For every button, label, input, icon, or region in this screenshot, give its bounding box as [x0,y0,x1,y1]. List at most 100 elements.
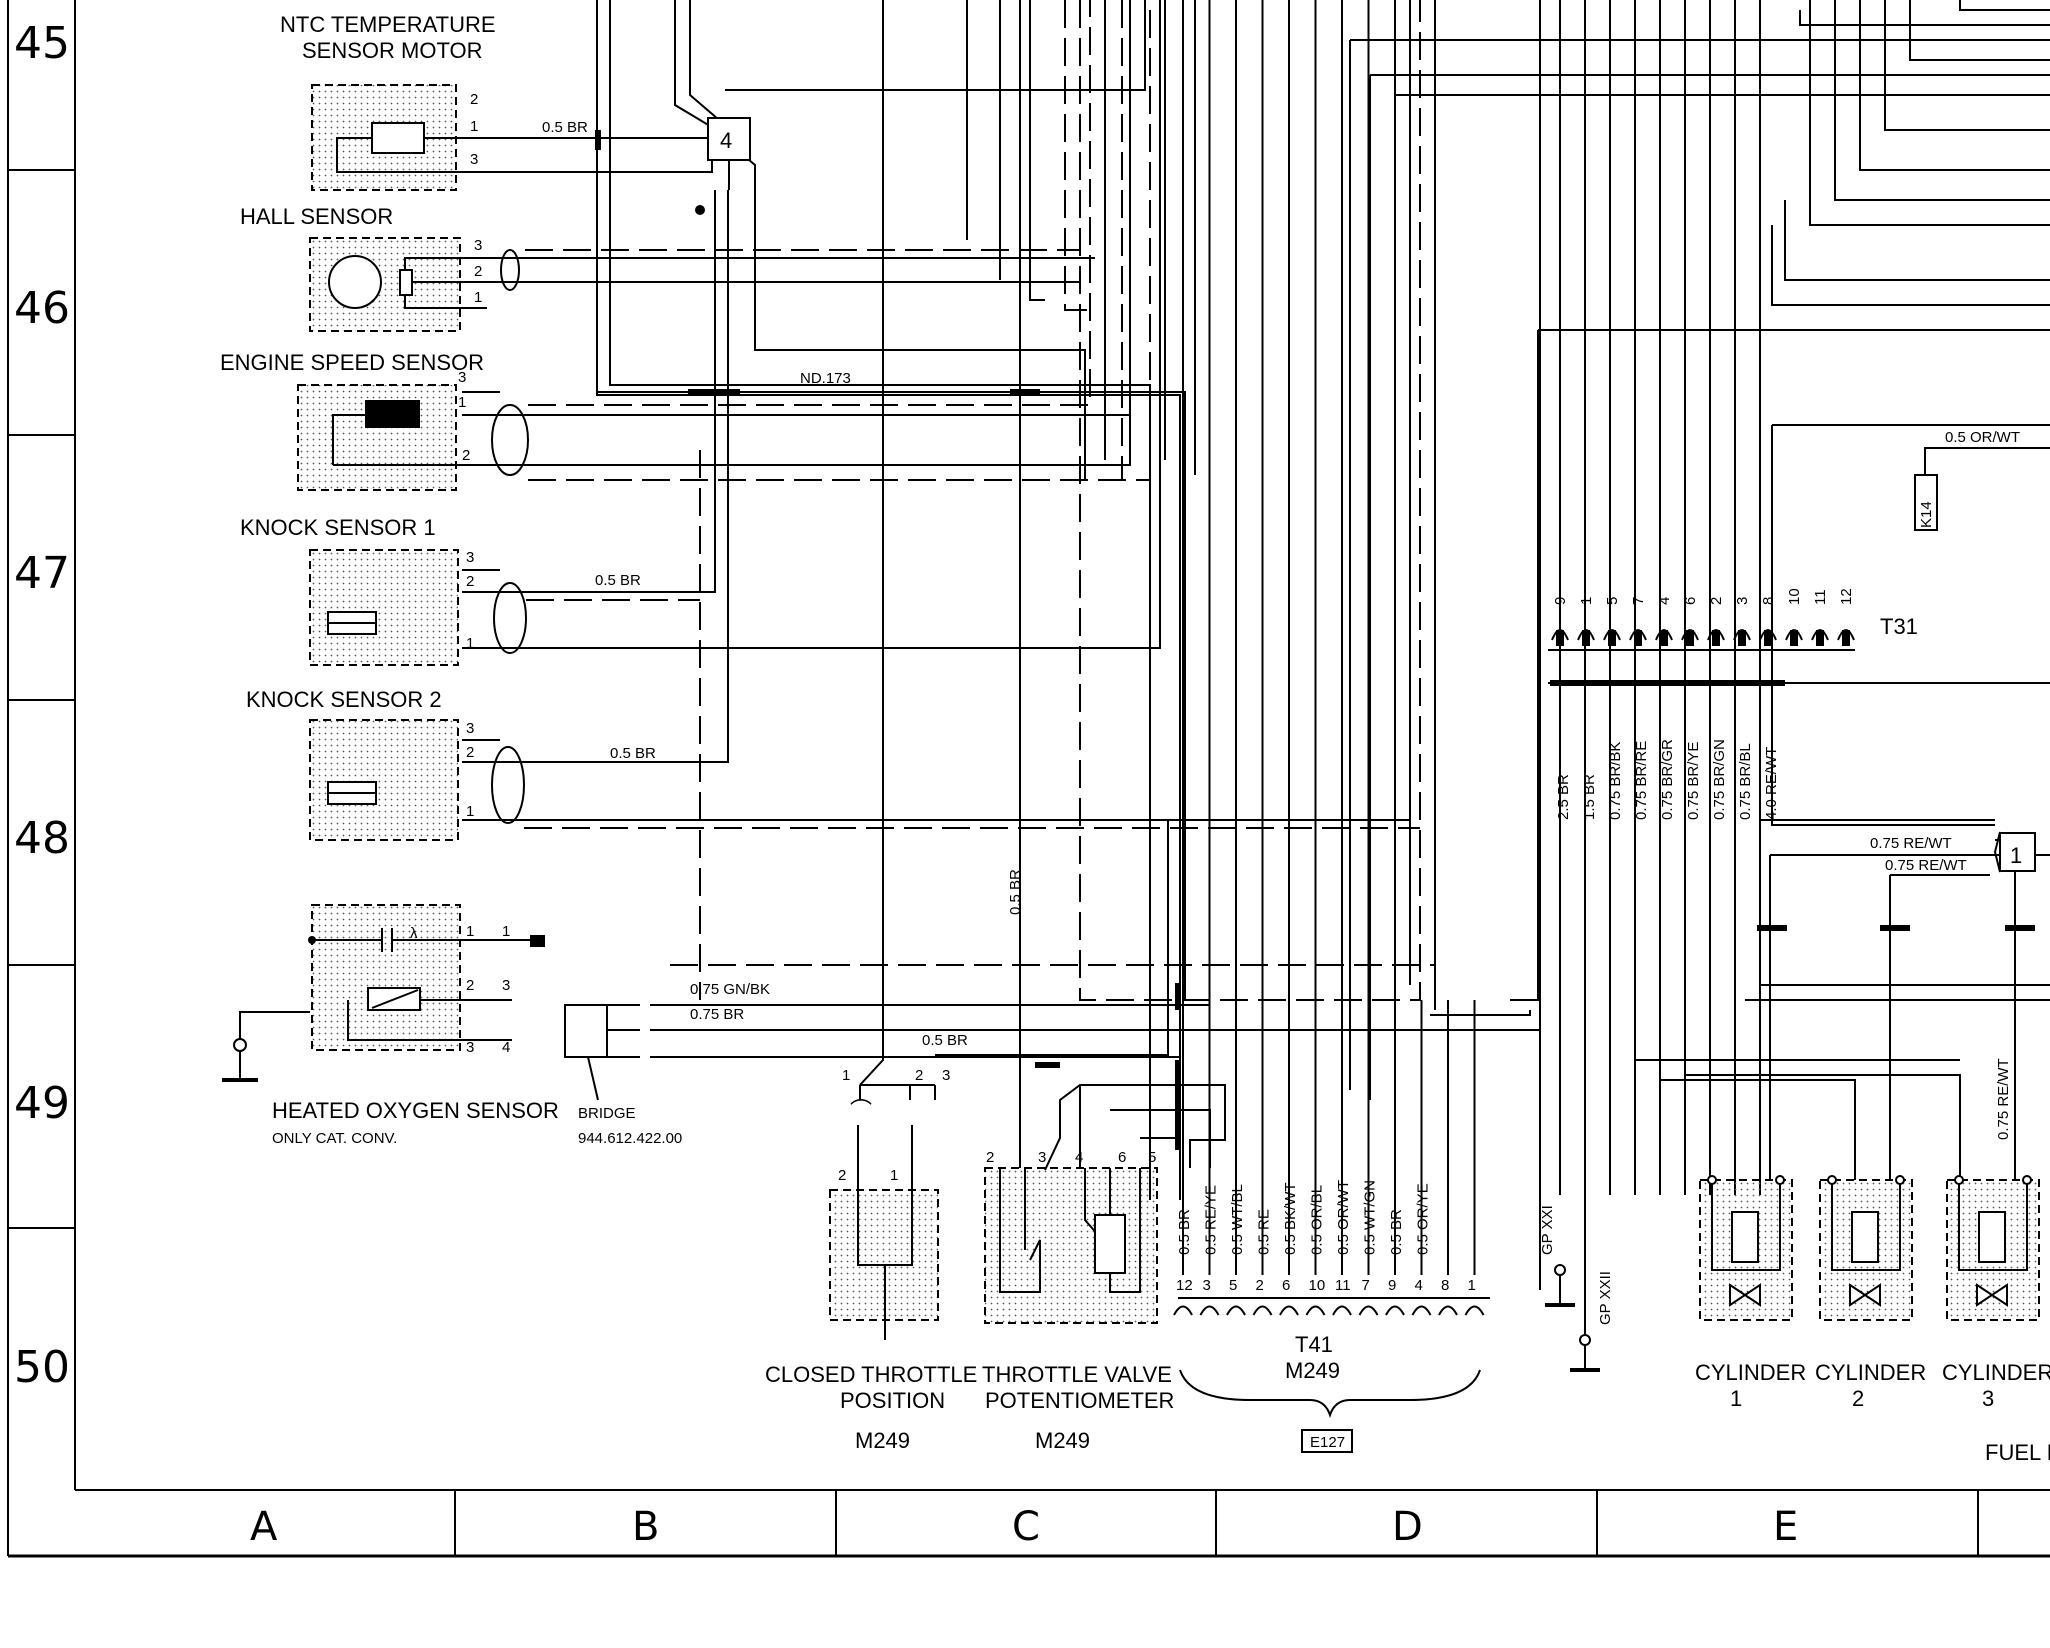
t41-wires [1182,0,1476,1275]
shield-icon [500,249,520,291]
lambda-symbol: λ [410,925,418,942]
t31-pin-contact [1842,630,1850,646]
cylinders: CYLINDER 1 CYLINDER 2 CYLINDER 3 FUEL I [1695,1175,2050,1465]
t31-pin-4: 4 [1656,597,1673,605]
t41-pin-socket [1279,1305,1299,1316]
t31-wire-label: 0.75 BR/RE [1633,741,1650,820]
ntc-title-line1: NTC TEMPERATURE [280,12,496,37]
t31-pin-2: 2 [1708,597,1725,605]
t41-pin-8: 8 [1441,1277,1449,1294]
k14-box [1914,474,1938,531]
t41-code: M249 [1285,1358,1340,1383]
t31-pin-contact [1660,630,1668,646]
ct-pin-2: 2 [915,1067,923,1084]
t31-wire-label: 1.5 BR [1581,774,1598,820]
k1-pin-1: 1 [466,635,474,652]
t41-pin-socket [1226,1305,1246,1316]
engine-speed-sensor: ENGINE SPEED SENSOR 3 1 2 ND.173 [220,0,1186,1000]
tp-code: M249 [1035,1428,1090,1453]
hall-sensor: HALL SENSOR 3 2 1 [240,204,1095,332]
o2-pin-4: 4 [502,1039,510,1056]
oxygen-title: HEATED OXYGEN SENSOR [272,1098,559,1123]
t31-pin-contact [1816,630,1824,646]
hall-element-icon [328,255,382,309]
row-50: 50 [14,1342,70,1393]
t31-wire-label: 2.5 BR [1555,774,1572,820]
t41-ref: E127 [1310,1434,1345,1451]
t31-pin-8: 8 [1760,597,1777,605]
t41-ref-box [1301,1429,1353,1453]
shield-icon [493,582,527,654]
tp-title-2: POTENTIOMETER [985,1388,1174,1413]
potentiometer-icon [1094,1214,1126,1274]
knock2-wire-label: 0.5 BR [610,745,656,762]
ct-pin-3: 3 [942,1067,950,1084]
drawing-frame [7,0,2050,1558]
shield-connection-icon [695,205,705,215]
ct-code: M249 [855,1428,910,1453]
solenoid-icon [1731,1211,1759,1263]
t31-wire-label: 0.75 BR/BK [1607,742,1624,820]
junction-1-box [1999,832,2036,872]
bridge-box [564,1004,608,1058]
t31-pin-contact [1764,630,1772,646]
t31-wire-label: 0.75 BR/YE [1685,742,1702,820]
nd-label: ND.173 [800,370,851,387]
cylinder-2-num: 2 [1852,1386,1864,1411]
esp-pin-2: 2 [462,447,470,464]
oxygen-body [311,904,461,1051]
t31-pin-10: 10 [1786,588,1803,605]
relay-wire-3: 0.75 RE/WT [1995,1058,2012,1140]
tp-pin-3: 3 [1038,1149,1046,1166]
t41-pin-9: 9 [1388,1277,1396,1294]
col-d: D [1392,1504,1423,1550]
knock-sensor-1: KNOCK SENSOR 1 3 2 1 0.5 BR [240,0,1161,666]
t31-pin-contact [1634,630,1642,646]
throttle-pot-body [984,1167,1158,1324]
ct-body-pin-1: 1 [890,1167,898,1184]
k2-pin-1: 1 [466,803,474,820]
esp-pin-3: 3 [458,369,466,386]
t41-pin-socket [1173,1305,1193,1316]
bridge-wire-2: 0.75 BR [690,1006,744,1023]
shield-icon [491,404,529,476]
t41-pin-6: 6 [1282,1277,1290,1294]
k14-wire: 0.5 OR/WT [1945,429,2020,446]
t31-pin-contact [1556,630,1564,646]
ntc-title-line2: SENSOR MOTOR [302,38,483,63]
ct-pin-1: 1 [842,1067,850,1084]
k14-label: K14 [1918,501,1935,528]
row-47: 47 [14,548,70,599]
k2-pin-2: 2 [466,744,474,761]
k2-pin-3: 3 [466,720,474,737]
ntc-wire-label: 0.5 BR [542,119,588,136]
row-46: 46 [14,283,70,334]
magnet-icon [365,400,420,428]
t41-pin-12: 12 [1176,1277,1193,1294]
t41-pin-5: 5 [1229,1277,1237,1294]
fuel-label: FUEL I [1985,1440,2050,1465]
t41-wire-label: 0.5 BR [1388,1209,1405,1255]
ntc-pin-3: 3 [470,151,478,168]
k14-relay: K14 0.5 OR/WT [1914,429,2050,531]
heated-oxygen-sensor: λ 1 1 2 3 3 4 HEATED OXYGEN SENSOR ONLY … [222,904,559,1147]
t41-pin-socket [1464,1305,1485,1316]
t31-pin-3: 3 [1734,597,1751,605]
resistor-icon [371,122,425,154]
t31-pin-12: 12 [1838,588,1855,605]
t31-pin-1: 1 [1578,597,1595,605]
t41-wire-label: 0.5 BK/WT [1282,1182,1299,1255]
cylinder-3-label: CYLINDER [1942,1360,2050,1385]
vertical-wire-label: 0.5 BR [1007,869,1024,915]
k1-pin-2: 2 [466,573,474,590]
tp-pin-6: 6 [1118,1149,1126,1166]
o2-pin-3a: 3 [502,977,510,994]
o2-pin-1a: 1 [466,923,474,940]
c-wire-label: 0.5 BR [922,1032,968,1049]
t41-name: T41 [1295,1332,1333,1357]
t41-pin-2: 2 [1256,1277,1264,1294]
t31-pin-11: 11 [1812,589,1829,605]
t41-pin-socket [1305,1305,1326,1316]
